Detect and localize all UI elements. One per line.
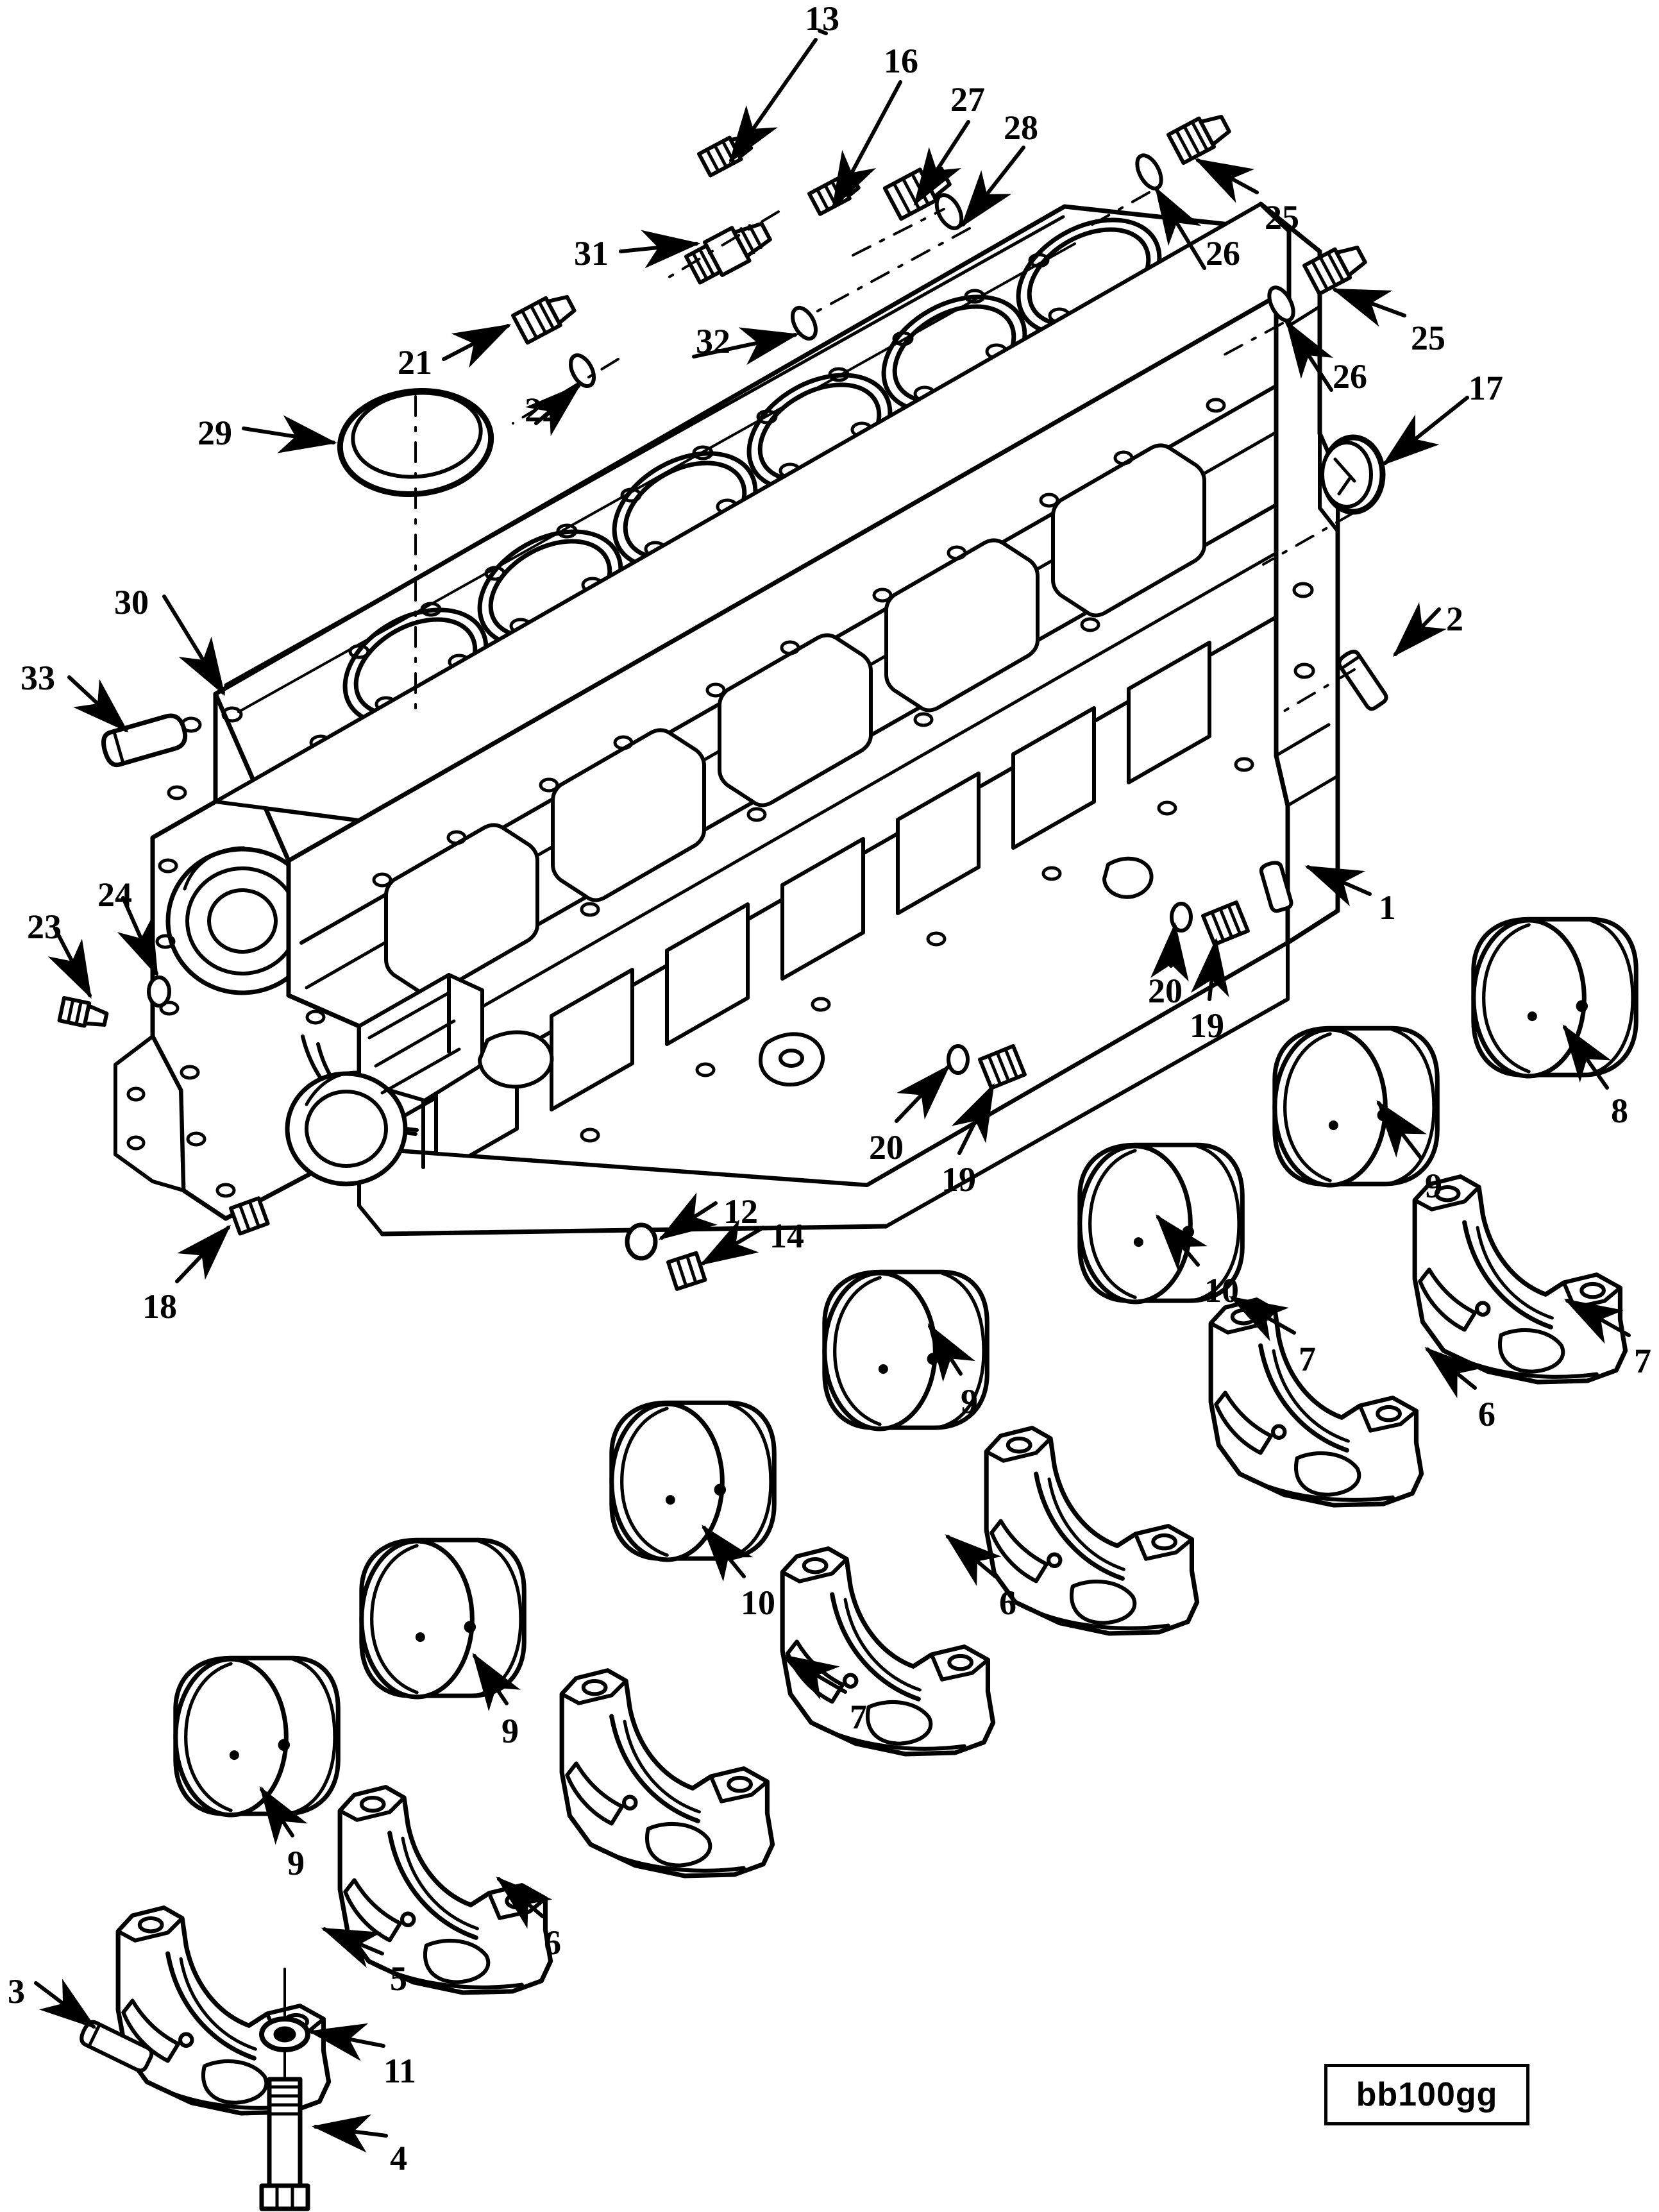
callout-30: 30 [114,583,149,621]
callout-32: 32 [696,322,730,360]
callout-4: 4 [390,2139,407,2177]
callout-19-right: 19 [1190,1006,1224,1045]
callout-9-d: 9 [287,1844,305,1882]
callout-6-b: 6 [999,1583,1016,1622]
callout-19-left: 19 [941,1160,976,1199]
callout-9-b: 9 [961,1382,978,1421]
callout-9-c: 9 [501,1712,519,1750]
callout-16: 16 [884,42,918,80]
callout-31: 31 [574,234,609,273]
figure-code-box: bb100gg [1324,2064,1529,2125]
callout-14: 14 [770,1217,804,1255]
callout-24: 24 [97,875,132,914]
callout-7-b: 7 [1299,1340,1316,1378]
callout-7-c: 7 [850,1698,867,1736]
callout-21: 21 [398,343,432,382]
callout-10-a: 10 [1204,1271,1239,1310]
figure-code-text: bb100gg [1356,2076,1498,2113]
callout-7-a: 7 [1634,1342,1651,1380]
callout-20-left: 20 [869,1128,904,1167]
callout-26-lower: 26 [1333,357,1367,396]
callout-11: 11 [383,2052,417,2090]
callout-18: 18 [142,1287,177,1326]
callout-6-c: 6 [544,1923,561,1962]
callout-6-a: 6 [1478,1395,1495,1433]
callout-9-a: 9 [1425,1167,1442,1205]
callout-1: 1 [1379,888,1396,927]
callout-8: 8 [1611,1092,1628,1130]
callout-33: 33 [21,659,55,697]
callout-10-b: 10 [741,1583,775,1622]
callout-23: 23 [27,908,62,946]
callout-25-upper: 25 [1265,198,1299,237]
callout-25-lower: 25 [1411,319,1445,357]
callout-17: 17 [1469,369,1503,407]
callout-29: 29 [198,414,232,452]
callout-2: 2 [1446,600,1463,638]
callout-27: 27 [950,80,985,119]
callout-12: 12 [723,1192,758,1231]
callout-28: 28 [1004,108,1038,147]
callout-3: 3 [8,1972,25,2011]
callout-13: 13 [805,0,839,38]
callout-5: 5 [390,1959,407,1998]
callout-20-right: 20 [1148,972,1183,1010]
callout-22: 22 [525,391,559,429]
callout-26-upper: 26 [1206,234,1240,273]
